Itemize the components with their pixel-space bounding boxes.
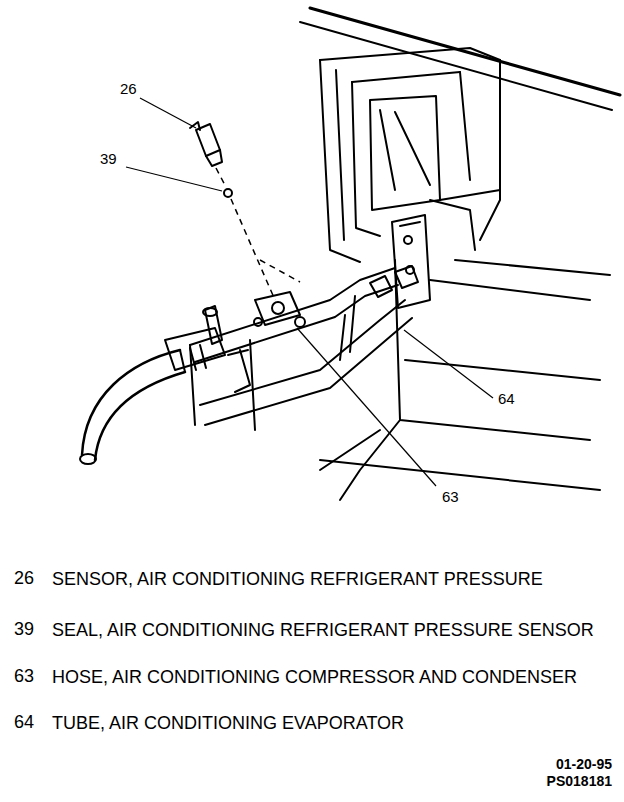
legend-number: 39 xyxy=(14,619,34,640)
callout-number: 63 xyxy=(440,488,461,505)
legend-number: 63 xyxy=(14,666,34,687)
legend-number: 26 xyxy=(14,568,34,589)
legend-number: 64 xyxy=(14,712,34,733)
leader-lines xyxy=(126,98,493,486)
callout-number: 26 xyxy=(118,80,139,97)
date-code: 01-20-95 xyxy=(556,756,612,772)
part-description: SENSOR, AIR CONDITIONING REFRIGERANT PRE… xyxy=(52,568,612,591)
callout-number: 64 xyxy=(496,390,517,407)
figure-code: PS018181 xyxy=(547,773,612,789)
part-description: SEAL, AIR CONDITIONING REFRIGERANT PRESS… xyxy=(52,619,612,642)
part-description: HOSE, AIR CONDITIONING COMPRESSOR AND CO… xyxy=(52,666,612,689)
callout-number: 39 xyxy=(98,150,119,167)
part-description: TUBE, AIR CONDITIONING EVAPORATOR xyxy=(52,712,612,735)
